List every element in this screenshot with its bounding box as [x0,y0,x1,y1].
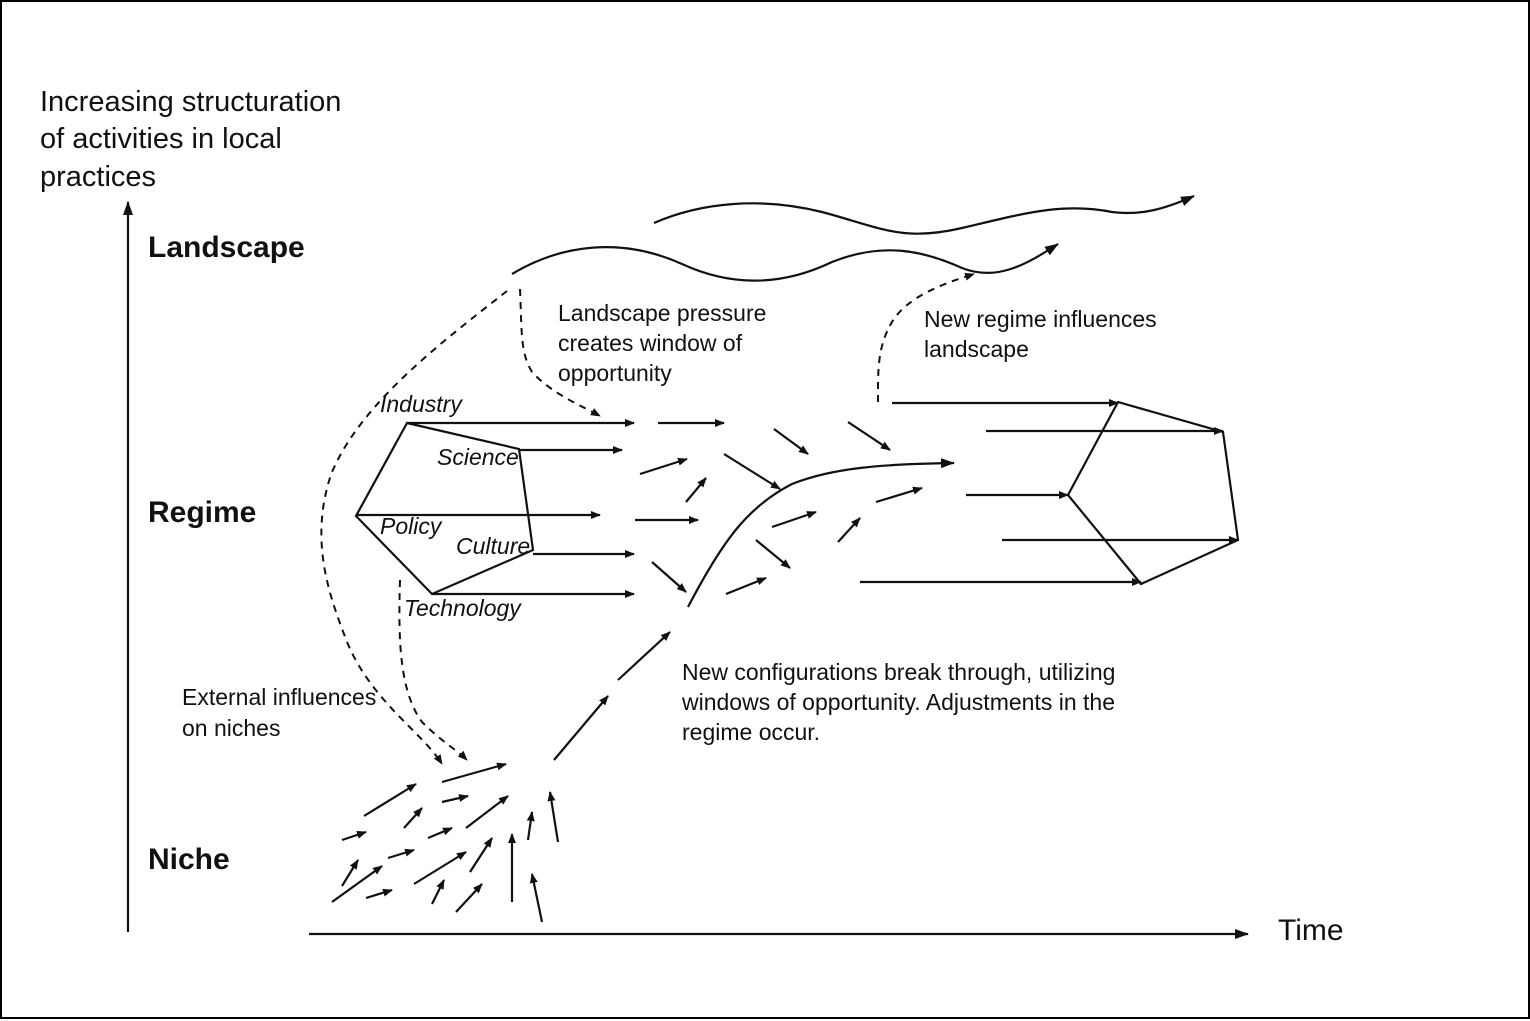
y-axis-title: Increasing structuration of activities i… [40,86,350,193]
regime-to-landscape-dashed-arrow [876,272,975,403]
annotation-breakthrough: New configurations break through, utiliz… [681,659,1122,745]
breakthrough-curve [687,458,955,608]
label-science: Science [437,444,519,470]
regime-pentagon-new [1066,400,1240,586]
level-landscape: Landscape [148,231,305,264]
label-culture: Culture [456,533,530,559]
annotation-new-regime: New regime influences landscape [924,306,1163,362]
y-axis-title-line-3: practices [40,161,156,193]
landscape-wave-lower [511,243,1059,282]
regime-pentagon-old [354,421,535,596]
annotation-external-influences: External influences on niches [182,684,383,741]
label-technology: Technology [404,595,522,621]
regime-arrows-transition [639,421,923,596]
regime-arrows-old [356,419,725,598]
label-industry: Industry [380,391,463,417]
level-niche: Niche [148,843,230,876]
niche-arrows [331,762,560,923]
regime-arrows-new [860,399,1239,586]
level-regime: Regime [148,496,256,529]
landscape-pressure-dashed-arrow [519,288,601,417]
x-axis-label: Time [1278,914,1344,947]
y-axis-title-line-2: of activities in local [40,123,282,155]
y-axis-title-line-1: Increasing structuration [40,86,341,118]
external-influence-dashed-arrow [320,290,508,765]
regime-to-niche-dashed-arrow [398,579,468,761]
breakthrough-dashed-arrows [553,631,671,761]
label-policy: Policy [380,513,443,539]
annotation-landscape-pressure: Landscape pressure creates window of opp… [558,300,773,386]
landscape-wave-upper [653,194,1195,235]
